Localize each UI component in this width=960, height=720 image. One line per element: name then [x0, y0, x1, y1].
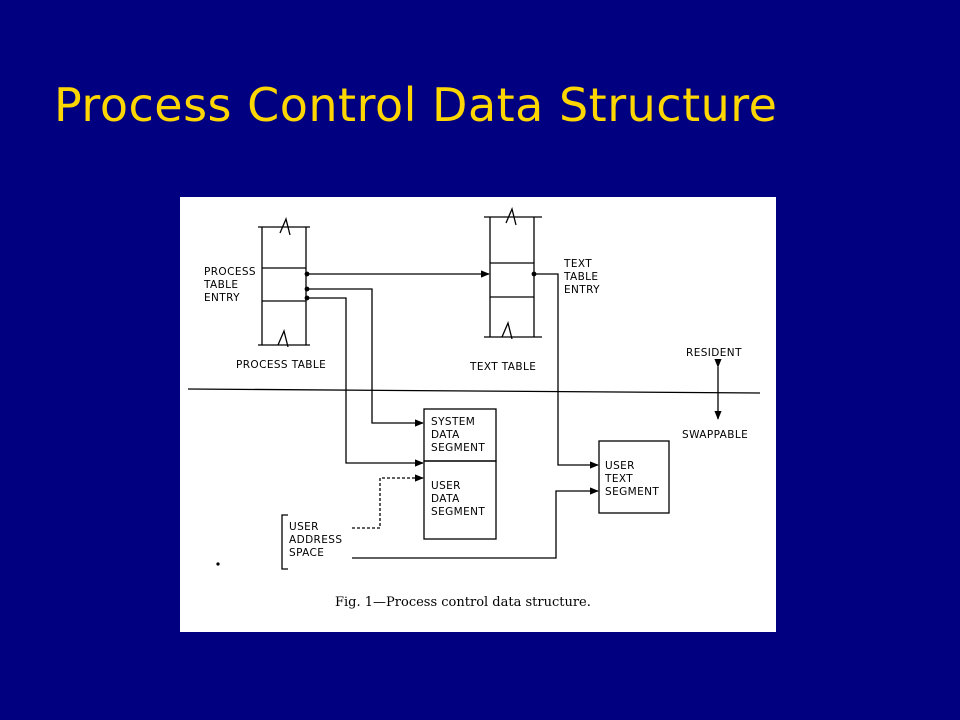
- process-table-entry-label-1: PROCESS: [204, 266, 256, 278]
- user-text-segment-label-1: USER: [605, 460, 635, 472]
- text-table-entry-label-2: TABLE: [563, 271, 598, 283]
- stray-dot: [216, 562, 220, 566]
- text-table-entry-label-1: TEXT: [563, 258, 592, 270]
- process-table-label: PROCESS TABLE: [236, 359, 326, 371]
- user-address-space-label-2: ADDRESS: [289, 534, 342, 546]
- system-data-segment-label-1: SYSTEM: [431, 416, 475, 428]
- text-table: [484, 206, 542, 340]
- user-address-space-label-1: USER: [289, 521, 319, 533]
- user-data-segment-label-3: SEGMENT: [431, 506, 485, 518]
- user-text-segment-box: [598, 440, 670, 514]
- resident-label: RESIDENT: [686, 347, 742, 359]
- user-text-segment-label-2: TEXT: [604, 473, 633, 485]
- swappable-label: SWAPPABLE: [682, 429, 748, 441]
- resident-swappable-boundary: [187, 388, 761, 394]
- process-table-entry-label-3: ENTRY: [204, 292, 240, 304]
- process-table-entry-label-2: TABLE: [203, 279, 238, 291]
- user-address-space-label-3: SPACE: [289, 547, 324, 559]
- arrow-address-to-user-text: [352, 487, 599, 559]
- system-data-segment-label-2: DATA: [431, 429, 460, 441]
- arrow-to-user-text-segment: [534, 273, 599, 469]
- process-table: [258, 216, 310, 348]
- arrow-address-to-user-data: [352, 474, 424, 529]
- user-data-segment-label-2: DATA: [431, 493, 460, 505]
- arrow-to-system-data-segment: [307, 288, 424, 427]
- text-table-label: TEXT TABLE: [469, 361, 536, 373]
- user-data-segment-box: [423, 460, 497, 540]
- user-address-space-bracket: [281, 514, 288, 570]
- process-control-diagram: PROCESS TABLE ENTRY PROCESS TABLE TEXT T…: [187, 206, 761, 610]
- arrow-to-user-data-segment: [307, 297, 424, 467]
- process-control-figure: PROCESS TABLE ENTRY PROCESS TABLE TEXT T…: [180, 197, 776, 632]
- text-table-entry-label-3: ENTRY: [564, 284, 600, 296]
- user-text-segment-label-3: SEGMENT: [605, 486, 659, 498]
- figure-caption: Fig. 1—Process control data structure.: [335, 595, 591, 610]
- slide-title: Process Control Data Structure: [54, 78, 778, 132]
- user-data-segment-label-1: USER: [431, 480, 461, 492]
- system-data-segment-label-3: SEGMENT: [431, 442, 485, 454]
